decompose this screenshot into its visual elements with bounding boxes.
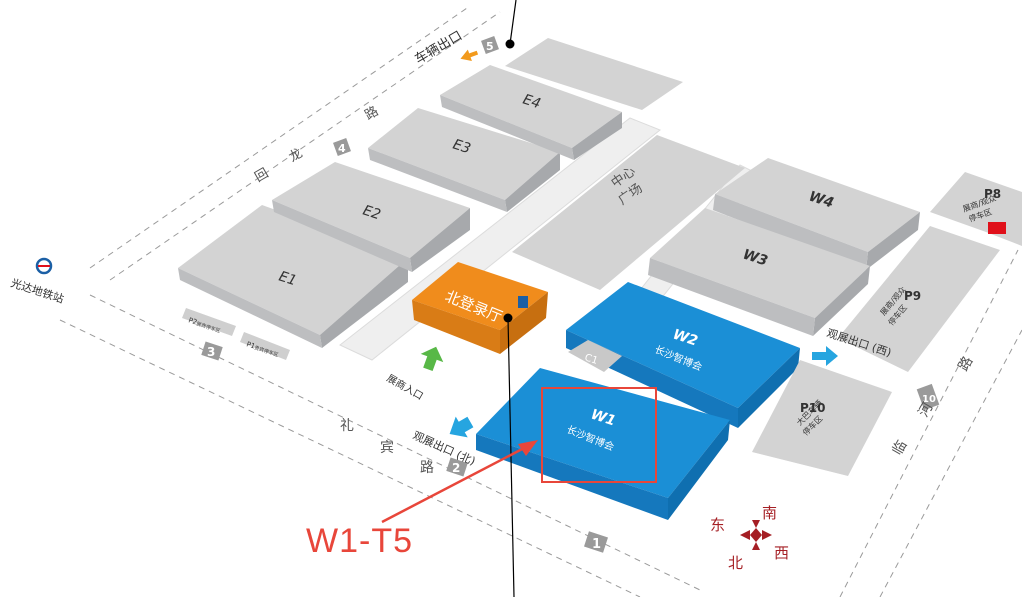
gate-1[interactable]: 1: [584, 531, 608, 553]
gate-10[interactable]: 10: [916, 383, 940, 411]
p10-label: P10: [800, 401, 826, 415]
metro-label: 光达地铁站: [9, 276, 66, 306]
callout-arrow: [381, 440, 538, 524]
hall-w4[interactable]: W4: [713, 158, 920, 270]
compass-south: 南: [762, 504, 777, 522]
hall-e4-label: E4: [521, 92, 543, 113]
metro-station[interactable]: 光达地铁站: [9, 257, 66, 306]
gate-1-label: 1: [592, 537, 601, 552]
hall-c1[interactable]: C1: [568, 340, 622, 372]
compass-west: 西: [774, 544, 789, 562]
road-libin-1: 礼: [340, 418, 354, 434]
center-plaza[interactable]: 中心 广场: [512, 135, 745, 290]
hall-top-block: [505, 38, 683, 110]
gate-10-label: 10: [922, 394, 936, 405]
hall-e2[interactable]: E2: [272, 162, 470, 272]
hall-c1-label: C1: [583, 352, 599, 367]
road-linhe-3: 路: [956, 354, 977, 374]
compass-north: 北: [728, 554, 743, 572]
hall-e2-label: E2: [361, 203, 383, 224]
compass: 东 南 西 北: [710, 504, 789, 572]
p1-label: P1: [245, 340, 256, 350]
road-huilong-2: 龙: [287, 146, 306, 165]
parking-p10[interactable]: P10 大巴车辆 停车区: [752, 360, 892, 476]
visitor-exit-west-arrow: [812, 346, 838, 366]
road-huilong-1: 回: [253, 166, 272, 185]
hall-w3-label: W3: [741, 247, 770, 270]
road-huilong-3: 路: [362, 103, 381, 123]
parking-p8[interactable]: P8 展商/观众 停车区: [930, 172, 1022, 246]
hall-w1[interactable]: W1 长沙智博会: [476, 368, 730, 520]
pointer-dot-top: [505, 39, 515, 49]
parking-p1[interactable]: P1 贵宾停车区: [240, 332, 290, 360]
hall-w2-label: W2: [671, 327, 700, 350]
gate-4[interactable]: 4: [333, 138, 351, 156]
hall-w1-label: W1: [589, 407, 618, 430]
gate-2[interactable]: 2: [446, 457, 468, 477]
hall-e3[interactable]: E3: [368, 108, 560, 212]
gate-2-label: 2: [452, 461, 460, 475]
hall-w3[interactable]: W3: [648, 208, 870, 336]
w1-t5-callout-label: W1-T5: [306, 522, 413, 560]
pointer-dot-bottom: [503, 313, 513, 323]
gate-4-label: 4: [338, 142, 346, 155]
gate-5[interactable]: 5: [481, 36, 499, 54]
exhibitor-entrance-label: 展商入口: [385, 371, 426, 402]
metro-icon: [35, 257, 53, 275]
hall-e1-label: E1: [277, 269, 299, 290]
p9-label: P9: [904, 289, 921, 303]
visitor-exit-north-arrow: [449, 416, 474, 438]
hall-e3-label: E3: [451, 137, 473, 158]
gate-3[interactable]: 3: [201, 341, 223, 361]
gate-5-label: 5: [486, 40, 494, 53]
p8-label: P8: [984, 187, 1001, 201]
parking-p9[interactable]: P9 展商/观众 停车区: [838, 226, 1000, 372]
north-hall-icon: [518, 296, 528, 308]
compass-east: 东: [710, 516, 725, 534]
exhibitor-entrance-arrow: [420, 346, 444, 371]
w1-highlight-box: [541, 387, 657, 483]
hall-e4[interactable]: E4: [440, 65, 622, 160]
gate-3-label: 3: [207, 345, 215, 359]
vehicle-exit-arrow: [460, 49, 479, 61]
pointer-line-bottom: [507, 317, 515, 597]
vehicle-exit-label: 车辆出口: [412, 28, 465, 68]
p8-highlight-marker: [988, 222, 1006, 234]
parking-p2[interactable]: P2 展商停车区: [182, 308, 236, 336]
north-registration-hall[interactable]: 北登录厅: [412, 262, 548, 354]
road-libin-3: 路: [420, 460, 434, 476]
road-linhe-1: 临: [890, 438, 911, 458]
road-libin-2: 宾: [380, 440, 394, 456]
road-linhe-2: 河: [916, 400, 937, 420]
p2-label: P2: [187, 316, 198, 326]
pointer-line-top: [509, 0, 517, 45]
hall-w4-label: W4: [807, 189, 836, 212]
